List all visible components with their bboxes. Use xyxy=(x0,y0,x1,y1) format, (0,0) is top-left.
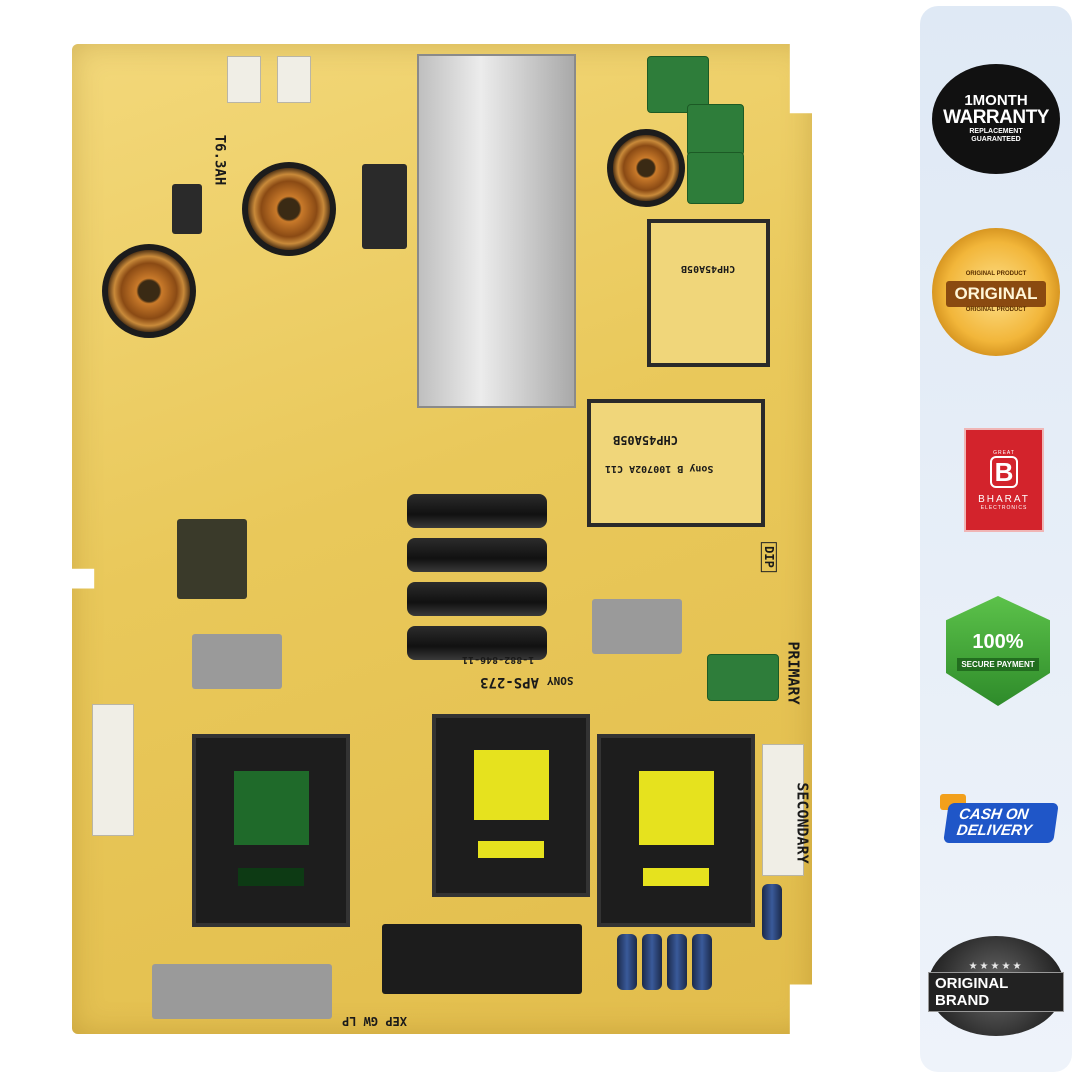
cod-line-2: DELIVERY xyxy=(955,822,1033,839)
logo-glyph-icon: B xyxy=(990,455,1018,488)
logo-name: BHARAT xyxy=(978,493,1030,505)
part-number-label: 1-882-846-11 xyxy=(462,654,535,665)
original-brand-badge: ★★★★★ ORIGINAL BRAND xyxy=(928,936,1064,1036)
electrolytic-capacitor-small xyxy=(762,884,782,940)
dip-label: DIP xyxy=(760,542,777,572)
badge-panel: 1MONTH WARRANTY REPLACEMENT GUARANTEED O… xyxy=(920,6,1072,1072)
toroid-inductor xyxy=(607,129,685,207)
power-supply-board-photo: CHP45A05B CHP45A05B Sony B 100702A C11 T… xyxy=(72,44,812,1034)
primary-label: PRIMARY xyxy=(784,641,803,705)
transformer-label: CHP45A05B xyxy=(613,433,679,447)
transformer: CHP45A05B Sony B 100702A C11 xyxy=(587,399,765,527)
secondary-label: SECONDARY xyxy=(793,782,812,864)
film-capacitor xyxy=(647,56,709,113)
footer-label: XEP GW LP xyxy=(342,1014,408,1028)
electrolytic-capacitor-small xyxy=(692,934,712,990)
original-brand-text: ORIGINAL BRAND xyxy=(928,971,1064,1012)
rectifier-heatsink xyxy=(152,964,332,1019)
great-bharat-logo: GREAT B BHARAT ELECTRONICS xyxy=(964,428,1044,532)
ic-package xyxy=(172,184,202,234)
badge-ribbon-text: ORIGINAL xyxy=(946,281,1046,307)
transformer-label: CHP45A05B xyxy=(681,263,736,274)
toroid-inductor xyxy=(242,162,336,256)
warranty-title: WARRANTY xyxy=(943,107,1049,129)
logo-subtitle: ELECTRONICS xyxy=(980,504,1028,511)
connector xyxy=(92,704,134,836)
connector xyxy=(277,56,311,103)
secure-payment-text: SECURE PAYMENT xyxy=(957,658,1039,671)
fuse-label: T6.3AH xyxy=(211,134,228,186)
film-capacitor xyxy=(687,152,744,204)
toroid-inductor xyxy=(102,244,196,338)
warranty-subtitle: REPLACEMENT xyxy=(969,128,1023,136)
brand-label: SONY xyxy=(547,674,574,687)
model-label: APS-273 xyxy=(480,674,540,690)
warranty-badge: 1MONTH WARRANTY REPLACEMENT GUARANTEED xyxy=(932,64,1060,174)
cash-on-delivery-badge: CASH ON DELIVERY xyxy=(940,788,1059,858)
mosfet-heatsink xyxy=(192,634,282,689)
warranty-duration: 1MONTH xyxy=(964,92,1028,110)
electrolytic-capacitor-small xyxy=(642,934,662,990)
electrolytic-capacitor xyxy=(407,494,547,528)
film-capacitor xyxy=(687,104,744,156)
electrolytic-capacitor xyxy=(407,538,547,572)
electrolytic-capacitor xyxy=(407,626,547,660)
connector xyxy=(762,744,804,876)
electrolytic-capacitor-small xyxy=(617,934,637,990)
secure-payment-percent: 100% xyxy=(972,631,1024,653)
electrolytic-capacitor xyxy=(407,582,547,616)
relay xyxy=(362,164,407,249)
mosfet-heatsink xyxy=(592,599,682,654)
secure-payment-badge: 100% SECURE PAYMENT xyxy=(946,596,1050,706)
badge-arc-text: ORIGINAL PRODUCT xyxy=(965,307,1027,313)
transformer-sublabel: Sony B 100702A C11 xyxy=(605,463,714,474)
standby-transformer xyxy=(177,519,247,599)
transformer: CHP45A05B xyxy=(647,219,770,367)
logo-top-text: GREAT xyxy=(993,449,1015,456)
original-product-badge: ORIGINAL PRODUCT ORIGINAL ORIGINAL PRODU… xyxy=(932,228,1060,356)
star-rating-icon: ★★★★★ xyxy=(968,960,1024,972)
film-capacitor xyxy=(707,654,779,701)
rectifier-heatsink xyxy=(382,924,582,994)
output-transformer xyxy=(432,714,590,897)
connector xyxy=(227,56,261,103)
electrolytic-capacitor-small xyxy=(667,934,687,990)
output-transformer xyxy=(192,734,350,927)
output-transformer xyxy=(597,734,755,927)
badge-arc-text: ORIGINAL PRODUCT xyxy=(965,271,1027,277)
warranty-subtitle-2: GUARANTEED xyxy=(971,136,1021,144)
cod-line-1: CASH ON xyxy=(957,806,1030,824)
heatsink xyxy=(417,54,576,408)
